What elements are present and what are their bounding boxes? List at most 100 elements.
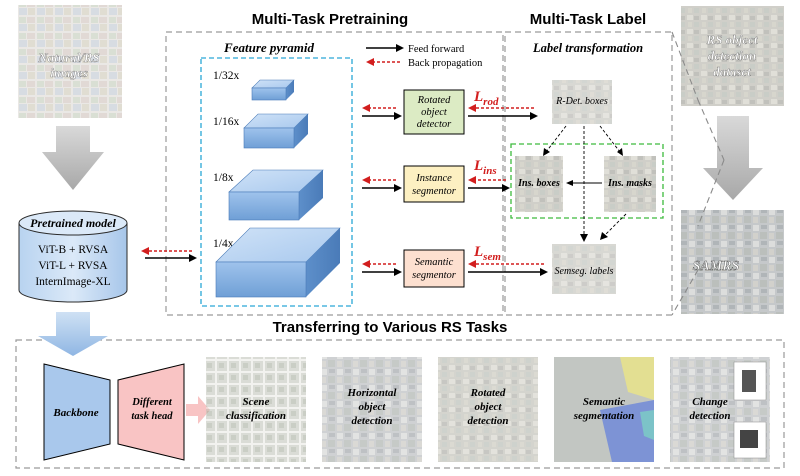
head-to-tasks-arrow [186,396,210,424]
insmasks-to-semseg-arrow [603,213,627,237]
rod-to-label-forward-head [530,112,538,120]
scene-classification-line-1: Scene [243,396,270,408]
rod-line-1: Rotated [417,95,451,106]
change-detection-line-1: Change [692,396,728,408]
rod-line-3: detector [417,119,452,130]
dataset-connector-top [671,31,699,101]
rdet-to-insboxes-arrowhead [543,148,550,156]
masks-to-boxes-arrowhead [566,180,573,186]
semseg-labels-image [552,244,616,294]
title-pretraining: Multi-Task Pretraining [252,11,408,28]
rotated-detection-line-1: Rotated [470,387,506,399]
sem-to-label-back-head [468,260,476,268]
semantic-segmentor-box [403,249,465,288]
rotated-detection-image [438,357,538,462]
pyramid-level-1-8: 1/8x [213,172,234,184]
loss-sem-symbol: L [473,244,483,260]
natural-rs-images-label-2: images [50,65,88,80]
task-head-trapezoid [117,363,185,461]
rs-dataset-image [681,6,784,106]
pretrained-model-title: Pretrained model [30,216,116,230]
horizontal-detection-line-1: Horizontal [347,387,398,399]
instance-labels-frame [510,143,664,219]
down-arrow-to-model [42,126,104,190]
sem-line-1: Semantic [415,257,454,268]
instance-segmentor-box [403,165,465,203]
loss-rod: Lrod [473,89,499,108]
rotated-detection-line-2: object [475,401,503,413]
rdet-to-insmasks-arrowhead [617,148,623,156]
row3-forward-arrowhead [394,268,402,276]
pyramid-block-1-32 [251,79,295,101]
feature-pyramid-frame [200,57,353,307]
rs-dataset-line-2: detection [708,48,756,63]
pretrained-model-cylinder [18,210,128,303]
ins-to-label-forward-head [502,184,510,192]
down-arrow-to-transfer [38,312,108,356]
title-transfer: Transferring to Various RS Tasks [273,319,508,336]
loss-rod-symbol: L [473,89,483,105]
backbone-label: Backbone [52,407,98,419]
title-multitask-label: Multi-Task Label [530,11,646,28]
legend-back-prop-label: Back propagation [408,58,483,69]
semseg-labels-label: Semseg. labels [555,266,614,277]
rdet-to-insmasks-arrow [599,125,621,153]
loss-ins-sub: ins [483,165,496,177]
feature-pyramid-title: Feature pyramid [223,40,314,55]
legend-feed-forward-label: Feed forward [408,44,465,55]
rotated-detection-line-3: detection [468,415,509,427]
loss-ins: Lins [473,158,497,177]
dataset-connector-down [697,159,725,227]
task-head-line-2: task head [131,411,173,422]
down-arrow-to-samrs [703,116,763,200]
semantic-segmentation-line-1: Semantic [583,396,625,408]
samrs-label: SAMRS [693,259,740,274]
change-detection-line-2: detection [690,410,731,422]
rdet-to-insboxes-arrow [545,125,567,153]
model-feed-forward-arrowhead [189,254,197,262]
row1-forward-arrowhead [394,112,402,120]
transfer-frame [15,339,785,469]
semantic-segmentation-image [554,357,654,462]
row1-back-arrowhead [362,104,370,112]
rs-dataset-line-1: RS object [706,32,758,47]
rdet-boxes-image [552,80,612,124]
pyramid-level-1-16: 1/16x [213,116,239,128]
pyramid-block-1-4 [215,227,341,298]
sem-to-label-forward-head [540,268,548,276]
scene-classification-line-2: classification [226,410,286,422]
insmasks-to-semseg-arrowhead [600,232,608,240]
dataset-connector-bottom [671,269,699,316]
pyramid-block-1-8 [228,169,324,221]
rod-to-label-back-head [468,104,476,112]
ins-to-label-back-head [468,176,476,184]
legend-feed-forward-arrowhead [396,44,404,52]
rdet-to-semseg-arrowhead [580,234,588,242]
horizontal-detection-line-2: object [359,401,387,413]
ins-boxes-image [515,156,563,212]
rs-dataset-line-3: dataset [713,64,751,79]
dataset-connector-mid [697,99,725,161]
samrs-image [681,210,784,314]
scene-classification-image [206,357,306,462]
row2-back-arrowhead [362,176,370,184]
row3-back-arrowhead [362,260,370,268]
change-detection-image [670,357,770,462]
ins-boxes-label: Ins. boxes [517,178,560,189]
label-frame [504,31,673,316]
model-item-3: InternImage-XL [35,276,110,288]
backbone-trapezoid [43,363,111,461]
task-head-line-1: Different [131,397,173,408]
natural-rs-images-mosaic [18,5,122,118]
ins-line-1: Instance [415,173,452,184]
model-back-prop-arrowhead [141,247,149,255]
natural-rs-images-label-1: Natural/RS [37,50,99,65]
loss-sem: Lsem [473,244,501,263]
label-transformation-title: Label transformation [532,41,643,55]
ins-line-2: segmentor [412,186,457,197]
semantic-segmentation-line-2: segmentation [573,410,635,422]
model-item-2: ViT-L + RVSA [38,260,108,272]
rdet-boxes-label: R-Det. boxes [555,96,608,107]
horizontal-detection-line-3: detection [352,415,393,427]
